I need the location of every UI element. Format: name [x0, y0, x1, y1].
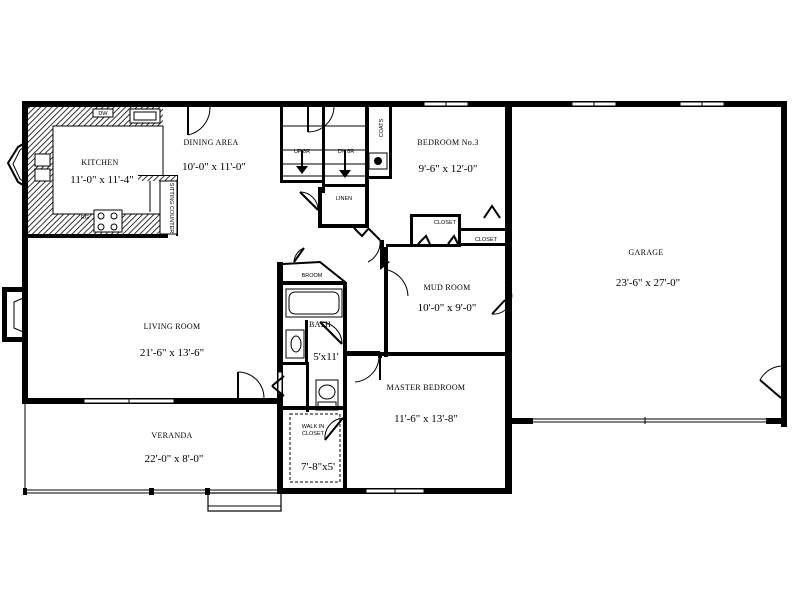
bedroom3-dim: 9'-6" x 12'-0" — [419, 163, 478, 175]
mud-name: MUD ROOM — [423, 283, 470, 292]
windows — [83, 101, 725, 494]
stairs: UP 8R DN 8R — [280, 106, 369, 227]
dining-name: DINING AREA — [183, 138, 238, 147]
kitchen-counters: DW RG SITTING COUNTER — [28, 107, 178, 236]
walkin-dim: 7'-8"x5' — [301, 461, 335, 473]
living-name: LIVING ROOM — [144, 322, 201, 331]
master-walls — [343, 351, 383, 383]
master-name: MASTER BEDROOM — [387, 383, 466, 392]
living-dim: 21'-6" x 13'-6" — [140, 347, 204, 359]
sitting-counter-label: SITTING COUNTER — [168, 183, 174, 233]
bath-name: BATH — [309, 320, 331, 329]
kitchen-dim: 11'-0" x 11'-4" — [70, 174, 133, 186]
walkin-closet — [283, 406, 347, 483]
bay-window-living — [2, 287, 29, 342]
stair-down-label: DN 8R — [338, 149, 355, 155]
linen-closet: LINEN — [299, 187, 370, 238]
bedroom3-name: BEDROOM No.3 — [417, 138, 478, 147]
walkin-name-1: WALK IN — [302, 424, 324, 430]
range-label: RG — [81, 215, 89, 221]
bath-area: BROOM — [271, 247, 347, 494]
coats-closet: COATS — [365, 107, 392, 179]
coats-label: COATS — [379, 118, 385, 137]
veranda — [23, 404, 282, 512]
garage-overhead-doors — [533, 417, 766, 424]
bedroom3-walls: CLOSET CLOSET — [380, 204, 513, 357]
linen-label: LINEN — [336, 196, 352, 202]
bath-dim: 5'x11' — [313, 351, 339, 363]
mud-dim: 10'-0" x 9'-0" — [418, 302, 477, 314]
broom-label: BROOM — [302, 273, 323, 279]
veranda-name: VERANDA — [151, 431, 192, 440]
garage-side-door — [759, 365, 782, 399]
walkin-name-2: CLOSET — [302, 431, 325, 437]
stair-up-label: UP 8R — [294, 149, 310, 155]
garage-name: GARAGE — [628, 248, 663, 257]
closet-b-label: CLOSET — [475, 237, 498, 243]
dishwasher-label: DW — [98, 111, 108, 117]
veranda-dim: 22'-0" x 8'-0" — [145, 453, 204, 465]
kitchen-name: KITCHEN — [81, 158, 118, 167]
master-dim: 11'-6" x 13'-8" — [394, 413, 458, 425]
bay-window-kitchen — [6, 140, 29, 189]
garage-dim: 23'-6" x 27'-0" — [616, 277, 680, 289]
closet-a-label: CLOSET — [434, 220, 457, 226]
room-labels: KITCHEN 11'-0" x 11'-4" DINING AREA 10'-… — [70, 138, 680, 473]
dining-dim: 10'-0" x 11'-0" — [182, 161, 246, 173]
dining-door — [187, 106, 211, 136]
veranda-door — [237, 371, 265, 399]
